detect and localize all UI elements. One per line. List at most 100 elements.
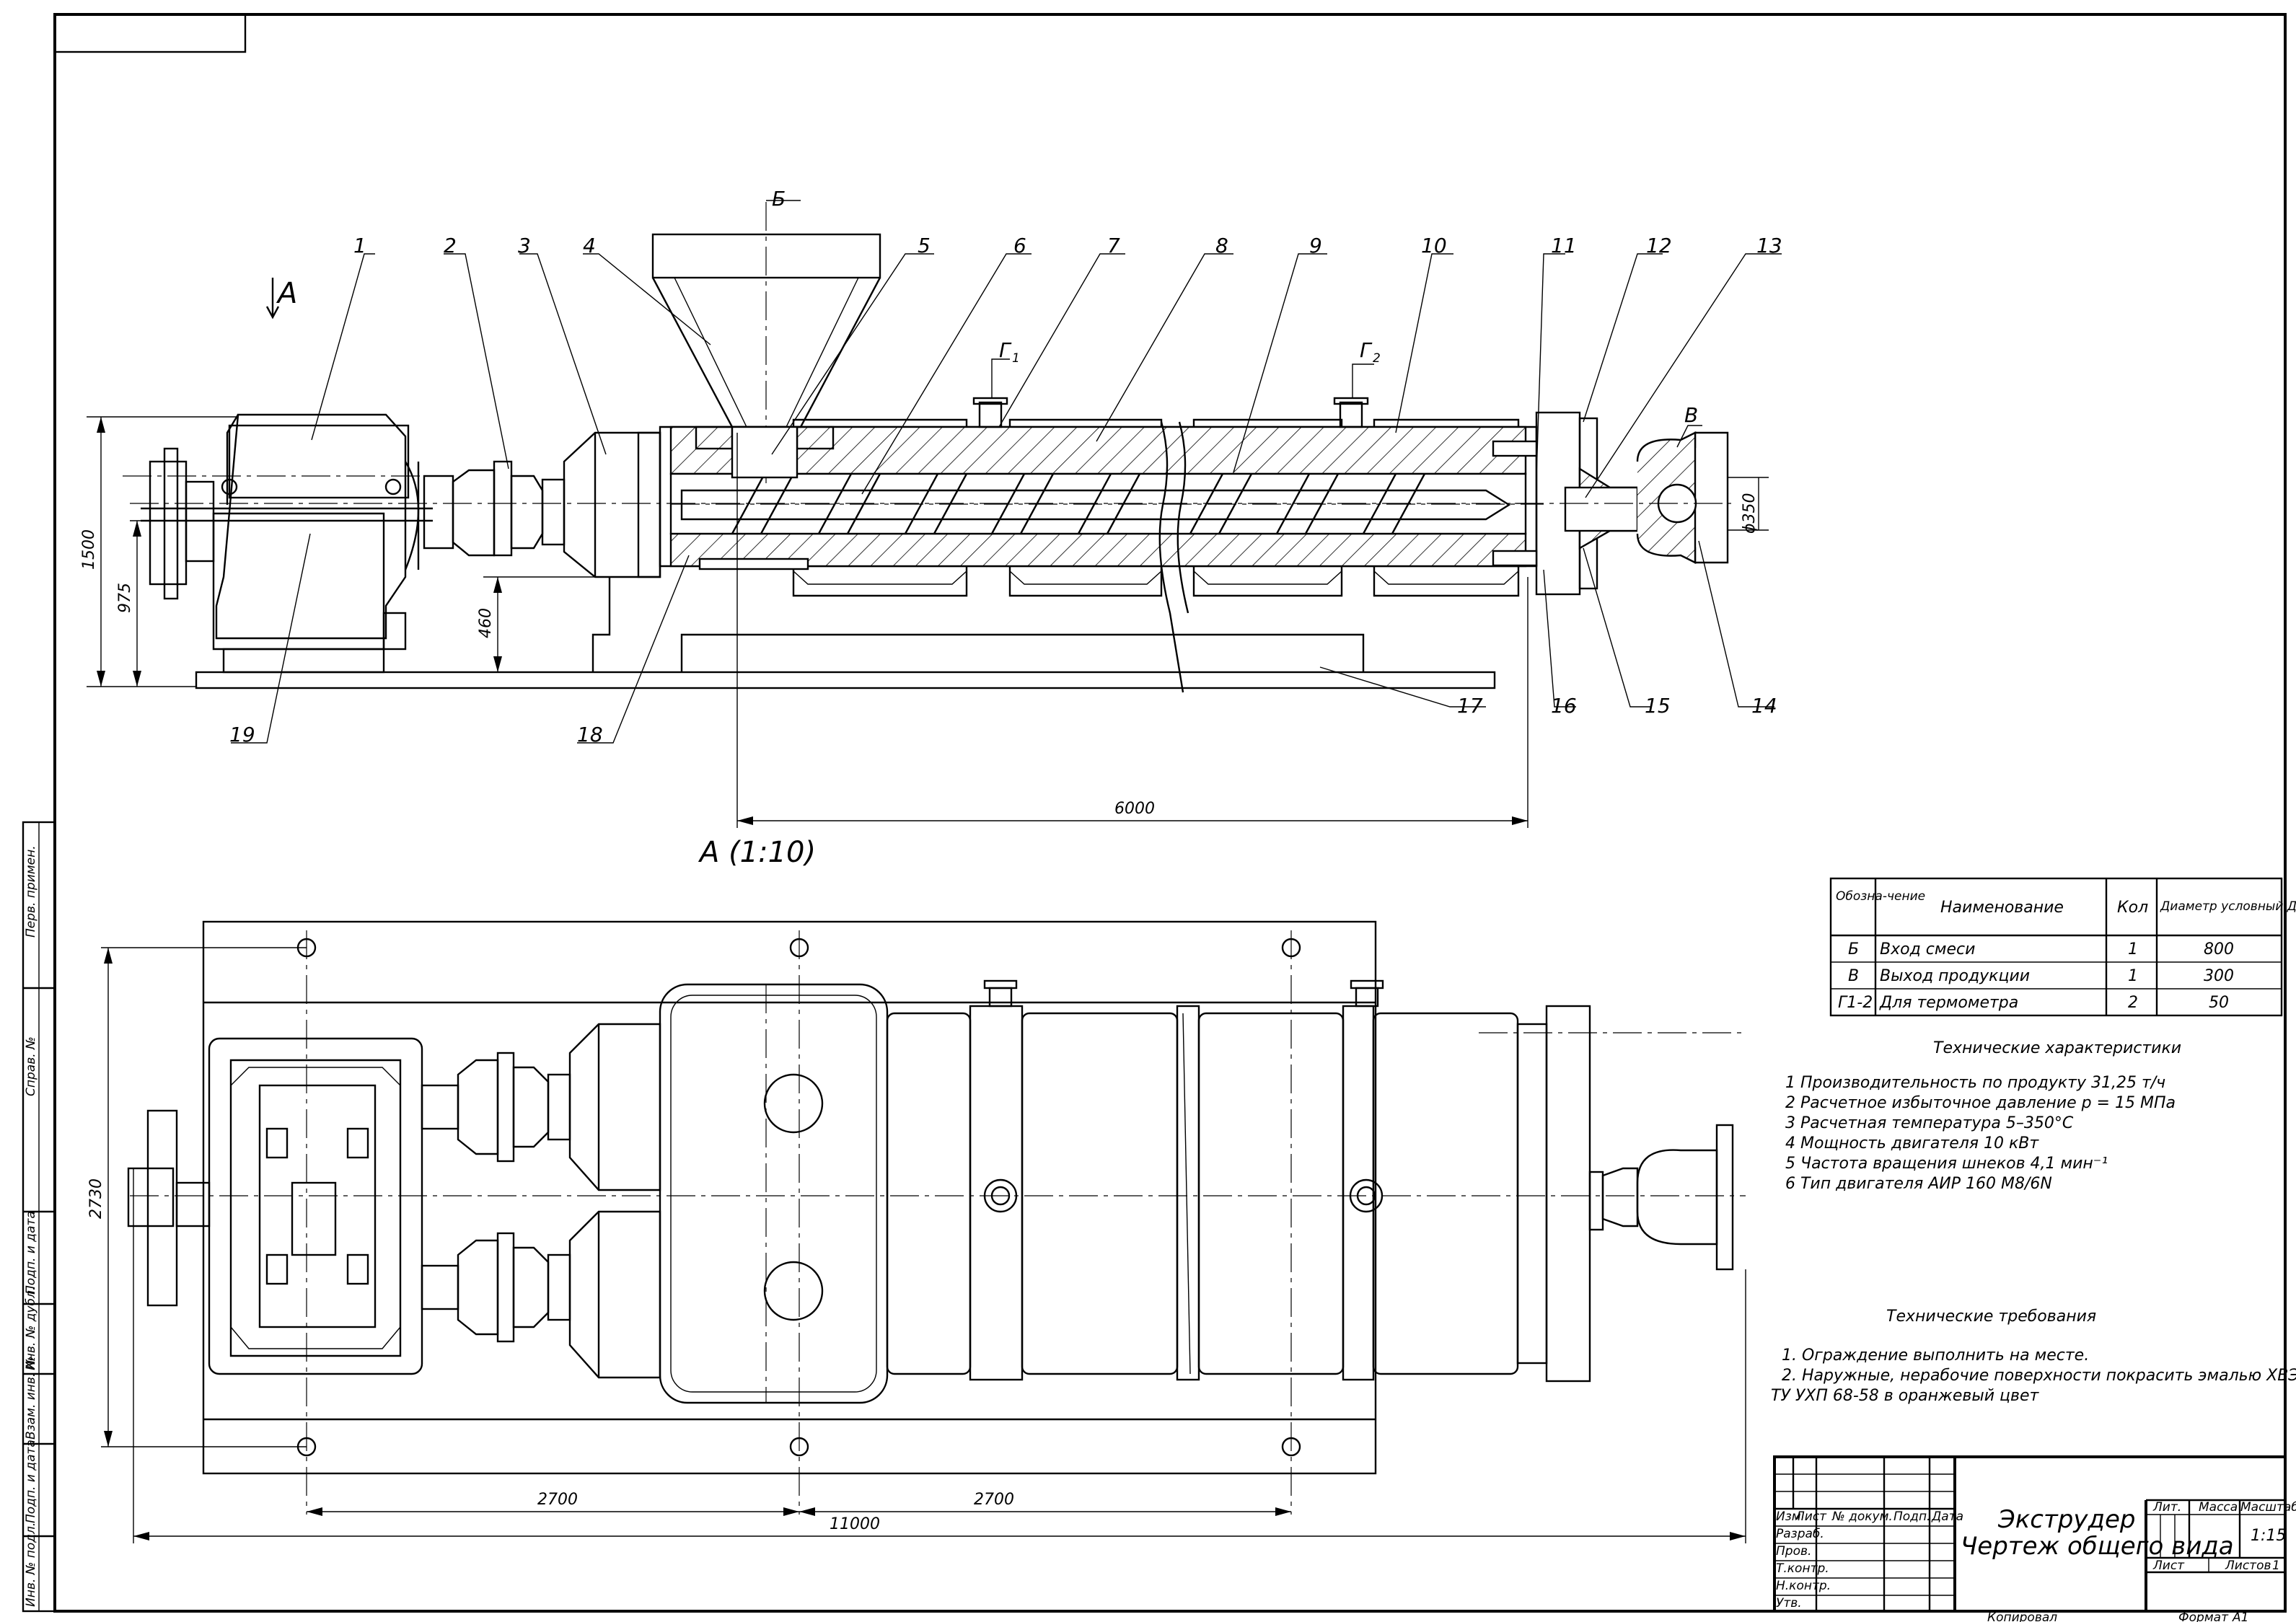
row-qty: 1	[2128, 940, 2138, 958]
head-assembly	[1492, 411, 1731, 596]
dim-1500: 1500	[80, 529, 98, 570]
dim-460: 460	[477, 608, 495, 638]
stamp-format-v: А1	[2232, 1610, 2248, 1622]
th-name: Наименование	[1940, 899, 2064, 917]
gearbox-19	[141, 413, 433, 674]
stamp-role: Утв.	[1776, 1596, 1802, 1610]
callout-7: 7	[1107, 234, 1120, 257]
strip-label: Перв. примен.	[24, 845, 38, 938]
letter-g2-sub: 2	[1373, 351, 1381, 366]
stamp-sheets: Листов	[2225, 1559, 2271, 1573]
stamp-mass: Масса	[2199, 1500, 2238, 1515]
dim-975: 975	[116, 583, 134, 613]
coupling-2	[423, 460, 566, 557]
callout-18: 18	[577, 723, 603, 746]
stamp-col: № докум.	[1831, 1509, 1893, 1524]
callout-10: 10	[1421, 234, 1447, 257]
stamp-copied: Копировал	[1987, 1610, 2057, 1622]
letter-g1: Г	[999, 338, 1012, 362]
callout-1: 1	[353, 234, 366, 257]
flange-table: Обозна-чение Наименование Кол Диаметр ус…	[1829, 877, 2296, 1017]
letter-b: Б	[772, 187, 786, 211]
req-item: ТУ УХП 68-58 в оранжевый цвет	[1771, 1387, 2039, 1405]
callout-14: 14	[1751, 694, 1777, 718]
base-frame-17	[195, 577, 1496, 689]
side-strip: Перв. примен. Справ. № Подп. и дата Инв.…	[22, 821, 56, 1613]
th-qty: Кол	[2117, 899, 2148, 917]
callout-5: 5	[918, 234, 931, 257]
row-code: В	[1848, 967, 1859, 985]
stamp-col: Дата	[1931, 1509, 1963, 1524]
letter-g1-sub: 1	[1012, 351, 1020, 366]
bearing-housing-3	[563, 431, 661, 578]
view-title: А (1:10)	[698, 836, 816, 869]
thermo-port-g1	[972, 397, 1008, 428]
callout-16: 16	[1551, 694, 1577, 718]
title-block: Изм Лист № докум. Подп. Дата Разраб. Про…	[1773, 1455, 2296, 1622]
stamp-lit: Лит.	[2152, 1500, 2181, 1515]
dim-350: ϕ350	[1741, 493, 1759, 534]
dim-2700b: 2700	[974, 1491, 1014, 1509]
row-name: Вход смеси	[1880, 940, 1975, 958]
head-plan	[130, 1005, 1746, 1383]
top-view-a: А (1:10)	[87, 836, 1746, 1543]
callout-9: 9	[1309, 234, 1322, 257]
spec-item: 5 Частота вращения шнеков 4,1 мин⁻¹	[1785, 1155, 2108, 1173]
th-dia: Диаметр условный Ду, мм	[2160, 899, 2296, 914]
callout-12: 12	[1646, 234, 1672, 257]
callout-8: 8	[1215, 234, 1228, 257]
heating-bands-9	[792, 418, 1520, 597]
callout-13: 13	[1756, 234, 1782, 257]
barrel-plan	[886, 979, 1519, 1381]
stamp-sheets-n: 1	[2272, 1559, 2280, 1573]
stamp-sheet: Лист	[2152, 1559, 2185, 1573]
dim-6000: 6000	[1114, 800, 1155, 818]
front-view: 1500 975 460 6000 ϕ350	[80, 187, 1782, 828]
stamp-col: Подп.	[1893, 1509, 1930, 1524]
req-item: 2. Наружные, нерабочие поверхности покра…	[1782, 1367, 2296, 1385]
callout-2: 2	[444, 234, 457, 257]
stamp-role: Пров.	[1776, 1544, 1811, 1559]
spec-item: 1 Производительность по продукту 31,25 т…	[1785, 1074, 2165, 1092]
tech-requirements: Технические требования 1. Ограждение вып…	[1771, 1308, 2296, 1405]
letter-g2: Г	[1360, 338, 1373, 362]
stamp-role: Н.контр.	[1776, 1579, 1831, 1593]
row-code: Б	[1848, 940, 1859, 958]
row-dia: 800	[2204, 940, 2234, 958]
strip-label: Взам. инв. №	[24, 1357, 38, 1440]
row-qty: 1	[2128, 967, 2138, 985]
callout-15: 15	[1645, 694, 1671, 718]
row-name: Выход продукции	[1880, 967, 2030, 985]
callout-3: 3	[518, 234, 531, 257]
hopper-plan	[659, 983, 889, 1404]
row-name: Для термометра	[1879, 994, 2018, 1012]
dim-2700a: 2700	[537, 1491, 578, 1509]
spec-item: 3 Расчетная температура 5–350°С	[1785, 1114, 2074, 1132]
spec-item: 4 Мощность двигателя 10 кВт	[1785, 1134, 2039, 1152]
spec-item: 6 Тип двигателя АИР 160 М8/6N	[1785, 1175, 2052, 1193]
dim-2730: 2730	[87, 1178, 105, 1219]
tech-specs: Технические характеристики 1 Производите…	[1785, 1039, 2181, 1193]
stamp-role: Разраб.	[1776, 1527, 1824, 1541]
stamp-format: Формат	[2178, 1610, 2229, 1622]
view-arrow-label: А	[276, 277, 297, 310]
dimensions-plan: 2730 2700 2700 11000	[87, 947, 1746, 1543]
stamp-scale-h: Масштаб	[2240, 1500, 2296, 1515]
th-code: Обозна-чение	[1836, 889, 1925, 904]
strip-label: Подп. и дата	[24, 1440, 38, 1523]
callout-4: 4	[583, 234, 596, 257]
row-qty: 2	[2128, 994, 2138, 1012]
drawing-title: Экструдер	[1997, 1505, 2136, 1534]
callout-11: 11	[1551, 234, 1577, 257]
couplings-plan	[421, 1023, 661, 1379]
stamp-col: Изм	[1776, 1509, 1801, 1524]
strip-label: Подп. и дата	[24, 1211, 38, 1295]
gearbox-plan	[127, 1037, 423, 1375]
strip-label: Инв. № дубл.	[24, 1287, 38, 1370]
callout-19: 19	[229, 723, 255, 746]
callout-17: 17	[1457, 694, 1483, 718]
strip-label: Инв. № подл.	[24, 1522, 38, 1607]
anchor-holes	[296, 930, 1301, 1515]
req-item: 1. Ограждение выполнить на месте.	[1782, 1346, 2089, 1365]
